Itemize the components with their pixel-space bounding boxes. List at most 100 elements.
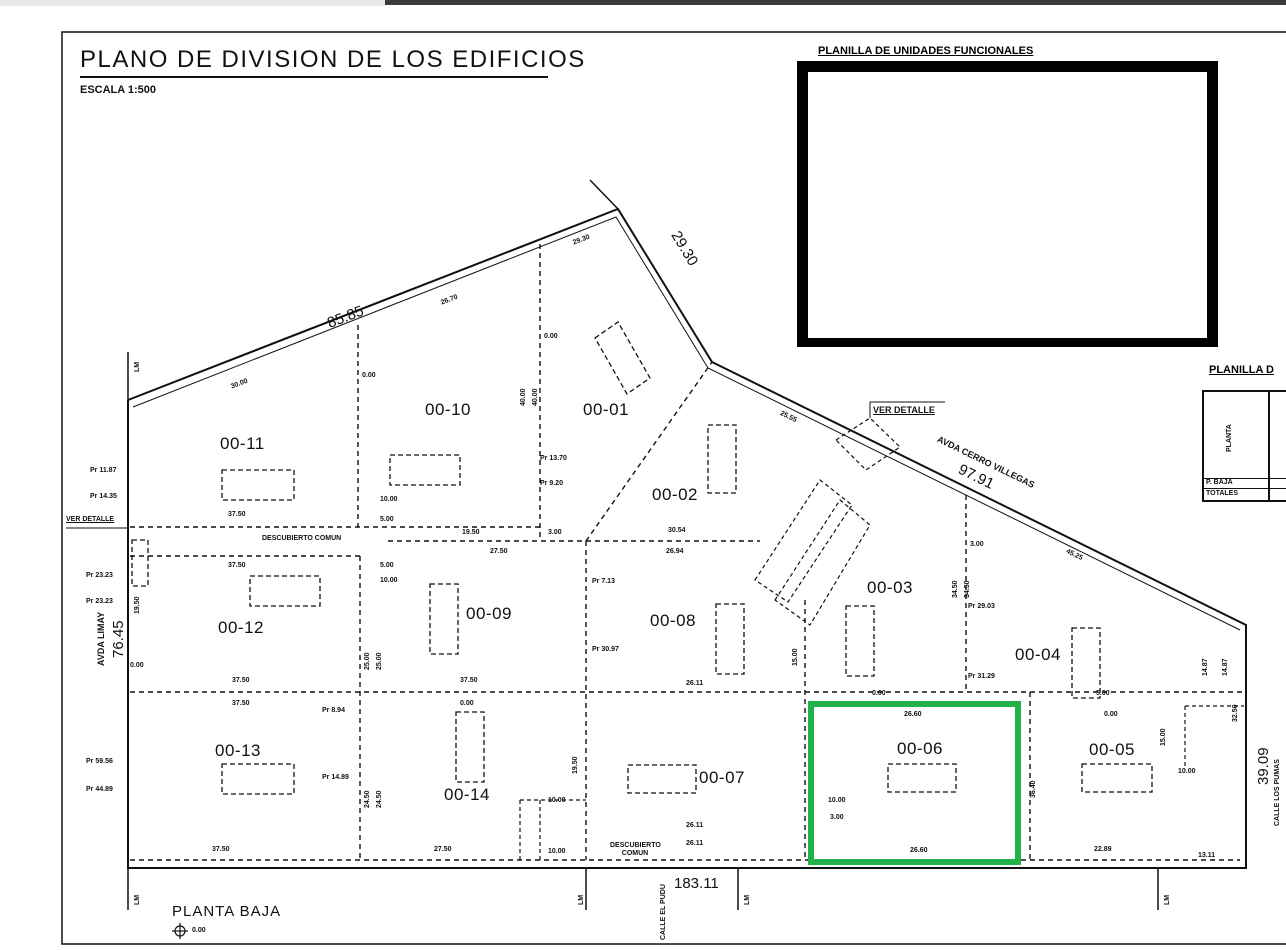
dim-label-vertical: 24.50 (376, 790, 383, 808)
dim-label-vertical: 40.00 (520, 388, 527, 406)
table-d-row-totales: TOTALES (1206, 490, 1239, 497)
dim-label-vertical: 24.50 (364, 790, 371, 808)
dim-label: 0.00 (1104, 711, 1118, 718)
dim-label: 37.50 (460, 677, 478, 684)
unit-label-00-13: 00-13 (215, 741, 261, 760)
lm-label: LM (1164, 894, 1171, 905)
dim-label-vertical: 19.50 (572, 756, 579, 774)
dim-label: 27.50 (490, 548, 508, 555)
unit-label-00-12: 00-12 (218, 618, 264, 637)
pr-label: Pr 7.13 (592, 578, 615, 585)
detail-blocks (519, 417, 1244, 860)
dim-label: 37.50 (228, 511, 246, 518)
dim-label: 26.11 (686, 822, 704, 829)
ver-detalle-label-left: VER DETALLE (66, 516, 115, 523)
dim-label-vertical: 36.40 (1030, 780, 1037, 798)
lot-boundary-offset (132, 216, 1241, 631)
dim-label: 0.00 (362, 372, 376, 379)
pr-label: Pr 11.87 (90, 467, 117, 474)
dim-label: 5.00 (380, 516, 394, 523)
pr-label: Pr 30.97 (592, 646, 619, 653)
level-marker (172, 923, 188, 939)
level-label: 0.00 (192, 927, 206, 934)
unit-label-00-03: 00-03 (867, 578, 913, 597)
dim-label-vertical: 40.00 (532, 388, 539, 406)
dim-label: 27.50 (434, 846, 452, 853)
unit-label-00-06: 00-06 (897, 739, 943, 758)
unit-label-00-14: 00-14 (444, 785, 490, 804)
dim-label: 26.60 (910, 847, 928, 854)
lm-label: LM (134, 361, 141, 372)
pr-label: Pr 23.23 (86, 572, 113, 579)
dim-label: 19.50 (462, 529, 480, 536)
unit-label-00-04: 00-04 (1015, 645, 1061, 664)
drawing-scale: ESCALA 1:500 (80, 84, 157, 96)
table-d-rule-2 (1204, 488, 1286, 489)
dim-label-vertical: 32.50 (1232, 704, 1239, 722)
planilla-d-table: PLANTA P. BAJA TOTALES (1202, 390, 1286, 502)
dim-label: 30.54 (668, 527, 686, 534)
lm-ticks (127, 179, 1159, 910)
window-top-bar (385, 0, 1286, 5)
dim-label-vertical: 15.00 (792, 648, 799, 666)
pr-label: Pr 31.29 (968, 673, 995, 680)
dim-label: 37.50 (232, 677, 250, 684)
pr-label: Pr 13.70 (540, 455, 567, 462)
dim-label: 37.50 (232, 700, 250, 707)
dim-label: 0.00 (460, 700, 474, 707)
planilla-d-title: PLANILLA D (1209, 364, 1274, 376)
lm-label: LM (134, 894, 141, 905)
unit-label-00-11: 00-11 (220, 434, 265, 453)
pr-label: Pr 14.35 (90, 493, 117, 500)
dim-label: 10.00 (1178, 768, 1196, 775)
division-lines (130, 244, 1244, 861)
descubierto-comun-label: DESCUBIERTO COMUN (262, 535, 342, 542)
planilla-funcionales-table (808, 72, 1207, 338)
table-d-header: PLANTA (1226, 424, 1233, 452)
drawing-title: PLANO DE DIVISION DE LOS EDIFICIOS (80, 46, 586, 73)
dim-label: 26.11 (686, 680, 704, 687)
planilla-funcionales-title: PLANILLA DE UNIDADES FUNCIONALES (818, 45, 1034, 57)
pr-label: Pr 23.23 (86, 598, 113, 605)
dim-label: 26.94 (666, 548, 684, 555)
dim-label: 3.00 (548, 529, 562, 536)
table-d-rule (1204, 478, 1286, 479)
unit-label-00-05: 00-05 (1089, 740, 1135, 759)
sheet-frame (61, 31, 1286, 945)
ver-detalle-leaders (66, 401, 945, 529)
unit-label-00-10: 00-10 (425, 400, 471, 419)
title-underline (80, 76, 548, 78)
building-footprints (131, 321, 1153, 795)
dim-label: 13.11 (1198, 852, 1216, 859)
unit-00-06-highlight[interactable] (808, 701, 1021, 865)
dim-label: 0.00 (130, 662, 144, 669)
dim-label: 10.00 (548, 848, 566, 855)
dim-label-vertical: 34.50 (952, 580, 959, 598)
dim-39-09: 39.09 (1255, 747, 1272, 785)
pr-label: Pr 44.89 (86, 786, 113, 793)
pr-label: Pr 14.89 (322, 774, 349, 781)
unit-label-00-07: 00-07 (699, 768, 745, 787)
street-avda-limay: AVDA LIMAY (96, 611, 106, 666)
unit-label-00-01: 00-01 (583, 400, 629, 419)
unit-label-00-02: 00-02 (652, 485, 698, 504)
dim-label: 37.50 (228, 562, 246, 569)
dim-label: 0.00 (544, 333, 558, 340)
dim-label: 3.00 (830, 814, 844, 821)
pr-label: Pr 9.20 (540, 480, 563, 487)
dim-label-vertical: 25.00 (376, 652, 383, 670)
dim-label-vertical: 15.00 (1160, 728, 1167, 746)
lm-label: LM (578, 894, 585, 905)
unit-label-00-09: 00-09 (466, 604, 512, 623)
dim-label-vertical: 19.50 (134, 596, 141, 614)
dim-label: 0.00 (872, 690, 886, 697)
dim-label: 5.00 (380, 562, 394, 569)
ver-detalle-label-top: VER DETALLE (873, 405, 935, 415)
dim-label: 26.11 (686, 840, 704, 847)
dim-label-vertical: 14.87 (1202, 658, 1209, 676)
dim-label: 26.60 (904, 711, 922, 718)
dim-label: 10.00 (380, 577, 398, 584)
pr-label: Pr 59.56 (86, 758, 113, 765)
dim-label: 22.89 (1094, 846, 1112, 853)
